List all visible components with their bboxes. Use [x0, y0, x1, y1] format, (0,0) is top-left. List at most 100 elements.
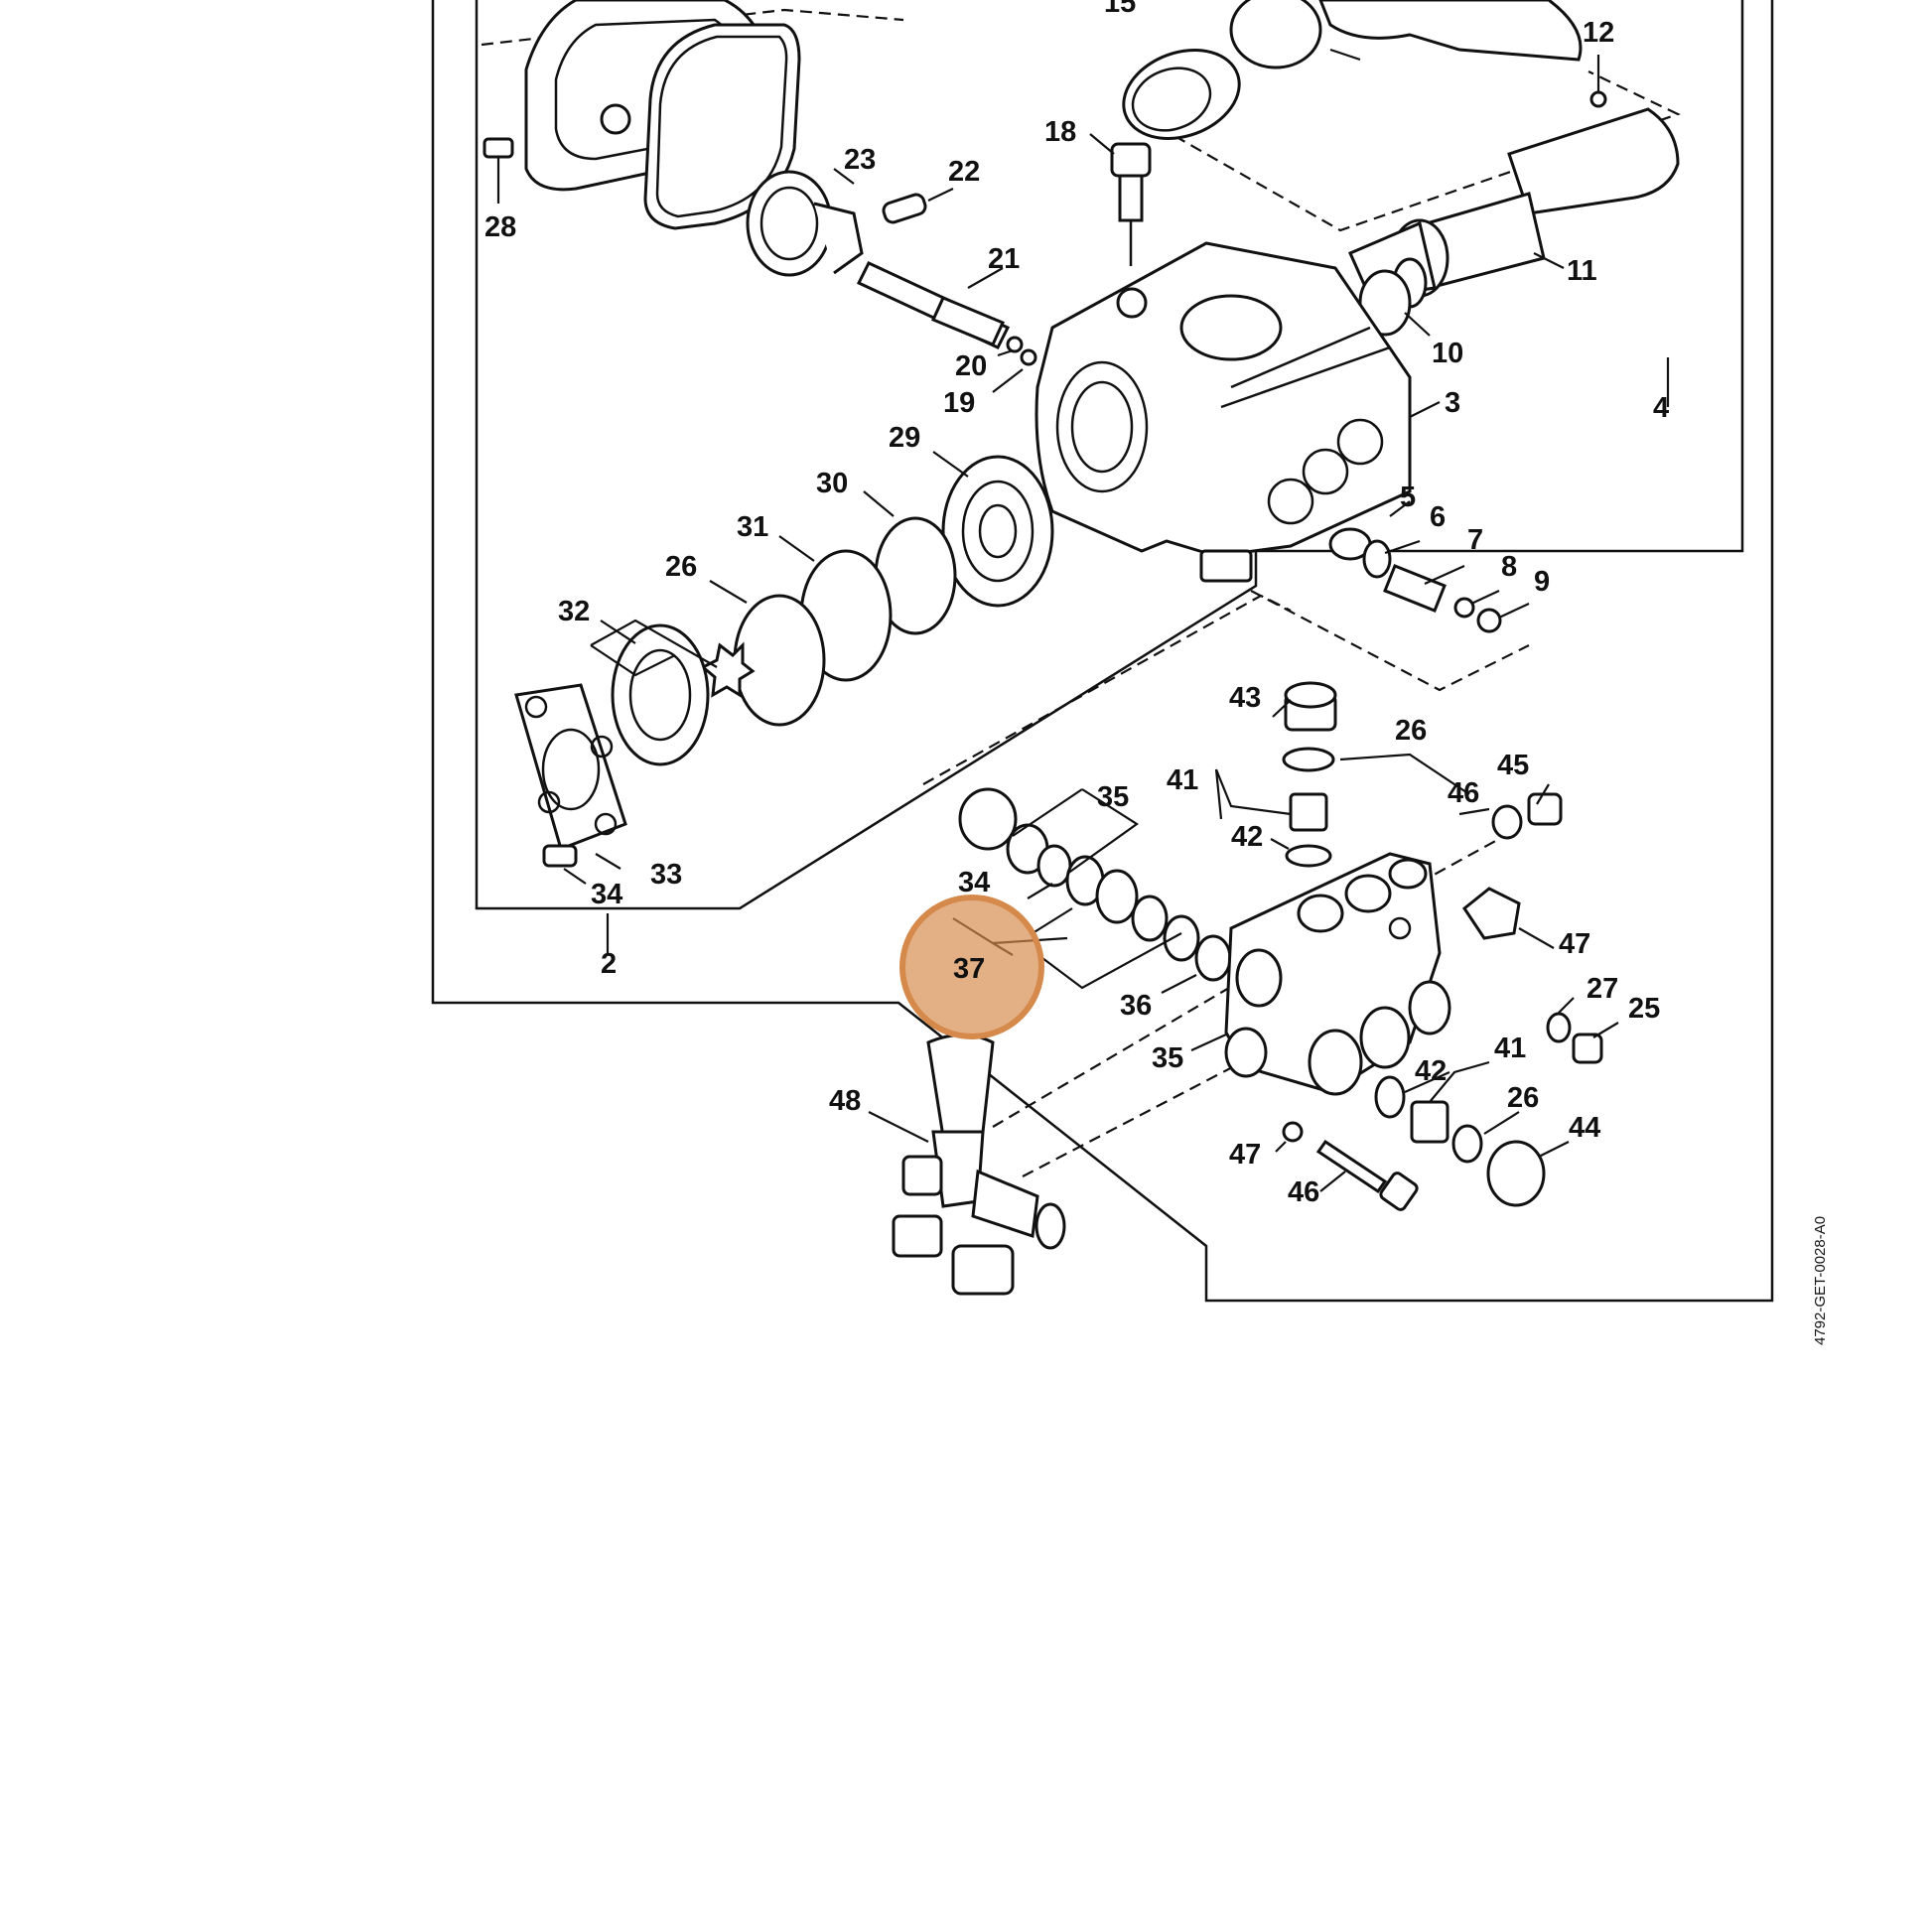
callout-46: 46: [1288, 1176, 1319, 1208]
dash-group-plunger: [1250, 590, 1530, 692]
callout-2: 2: [601, 948, 617, 980]
crankcase-3: [1035, 241, 1412, 583]
dash-group-upper: [1141, 70, 1681, 232]
plunger-guide-21: [856, 261, 1011, 349]
callout-29: 29: [889, 422, 920, 454]
washer-6: [1362, 539, 1392, 579]
callout-26-head: 26: [1395, 715, 1427, 747]
callout-12: 12: [1583, 17, 1614, 49]
ball-bearing-29: [941, 455, 1054, 608]
oring-41-bottom: [1374, 1075, 1406, 1119]
oil-dipstick-18: [1110, 142, 1152, 266]
callout-40-bottom: 41: [1494, 1033, 1526, 1064]
plug-43: [1527, 792, 1563, 826]
washer-8: [1453, 597, 1475, 619]
callout-10: 10: [1432, 338, 1463, 369]
callout-23: 23: [844, 144, 876, 176]
seal-38a: [1095, 869, 1139, 924]
callout-34: 34: [591, 879, 622, 910]
callout-41-top: 42: [1231, 821, 1263, 853]
oring-26-bottom: [1451, 1124, 1483, 1164]
callout-6: 6: [1430, 501, 1446, 533]
valve-40-top: [1289, 792, 1328, 832]
callout-18: 18: [1044, 116, 1076, 148]
oring-20: [1006, 336, 1024, 353]
seal-37: [1163, 914, 1200, 962]
valve-40-bottom: [1410, 1100, 1449, 1144]
highlight-circle: [899, 895, 1044, 1039]
callout-45: 47: [1559, 928, 1590, 960]
group-frame-2: [431, 0, 1774, 1303]
callout-44: 46: [1448, 777, 1479, 809]
document-id: 4792-GET-0028-A0: [1812, 1216, 1829, 1345]
shaft-seal-32: [611, 623, 710, 766]
screw-34: [542, 844, 578, 868]
callout-4: 4: [1653, 392, 1669, 424]
bearing-housing: [1318, 0, 1583, 62]
callout-5: 5: [1400, 482, 1416, 513]
callout-43: 45: [1497, 750, 1529, 781]
seal-39a: [958, 787, 1018, 851]
nut-9: [1476, 608, 1502, 633]
callout-40-top: 41: [1167, 764, 1198, 796]
callout-35: 35: [1152, 1042, 1183, 1074]
callout-15: 15: [1104, 0, 1136, 19]
callout-31: 31: [737, 511, 768, 543]
callout-47: 47: [1229, 1139, 1261, 1171]
callout-26-bottom: 26: [1507, 1082, 1539, 1114]
callout-36: 36: [1120, 990, 1152, 1022]
callout-19: 19: [943, 387, 975, 419]
bolt-46: [1315, 1139, 1419, 1211]
callout-30: 30: [816, 468, 848, 499]
oring-top: [1229, 0, 1322, 69]
seal-38b: [1131, 895, 1169, 942]
callout-42-bottom: 44: [1569, 1112, 1600, 1144]
callout-42-top: 43: [1229, 682, 1261, 714]
needle-bearing-15: [1122, 49, 1241, 140]
cover-screw-28: [483, 137, 514, 204]
crankshaft-11: [1348, 107, 1680, 309]
bearing-flange-33: [514, 683, 627, 851]
callout-26-upper: 26: [665, 551, 697, 583]
callout-8: 8: [1501, 551, 1517, 583]
callout-7: 7: [1467, 524, 1483, 556]
oring-19: [1020, 348, 1037, 366]
callout-33: 33: [650, 859, 682, 891]
washer-47: [1282, 1121, 1304, 1143]
callout-39: 35: [1097, 781, 1129, 813]
plug-42-bottom: [1486, 1140, 1546, 1207]
plug-42-top: [1284, 681, 1337, 732]
plunger-7: [1383, 564, 1447, 613]
seal-39c: [1036, 844, 1072, 888]
callout-3: 3: [1445, 387, 1460, 419]
callout-48: 48: [829, 1085, 861, 1117]
callout-9: 9: [1534, 566, 1550, 598]
callout-25: 25: [1628, 993, 1660, 1025]
oring-27: [1546, 1012, 1572, 1043]
callout-41-bottom: 42: [1415, 1055, 1447, 1087]
unloader-valve-48: [892, 1034, 1066, 1296]
highlight-part-37[interactable]: 37: [899, 895, 1044, 1039]
plug-12: [1589, 90, 1607, 108]
oring-26-left: [733, 594, 826, 727]
fitting-45: [1461, 887, 1521, 940]
callout-22: 22: [948, 156, 980, 188]
callout-38: 34: [958, 867, 990, 898]
oring-44: [1491, 804, 1523, 840]
pump-head: [1224, 852, 1451, 1096]
seal-36: [1194, 934, 1232, 982]
oring-35: [1224, 1027, 1268, 1078]
connecting-rod-23: [746, 170, 864, 277]
callout-21: 21: [988, 243, 1020, 275]
callout-28: 28: [484, 211, 516, 243]
plug-25: [1572, 1033, 1603, 1064]
callout-27: 27: [1587, 973, 1618, 1005]
group-frame-4: [475, 0, 1744, 910]
oring-44-top: [1282, 747, 1335, 772]
dash-group-seals: [922, 594, 1292, 785]
wrist-pin-22: [882, 193, 927, 224]
callout-11: 11: [1567, 255, 1597, 287]
oring-41-top: [1285, 844, 1332, 868]
callout-32: 32: [558, 596, 590, 627]
